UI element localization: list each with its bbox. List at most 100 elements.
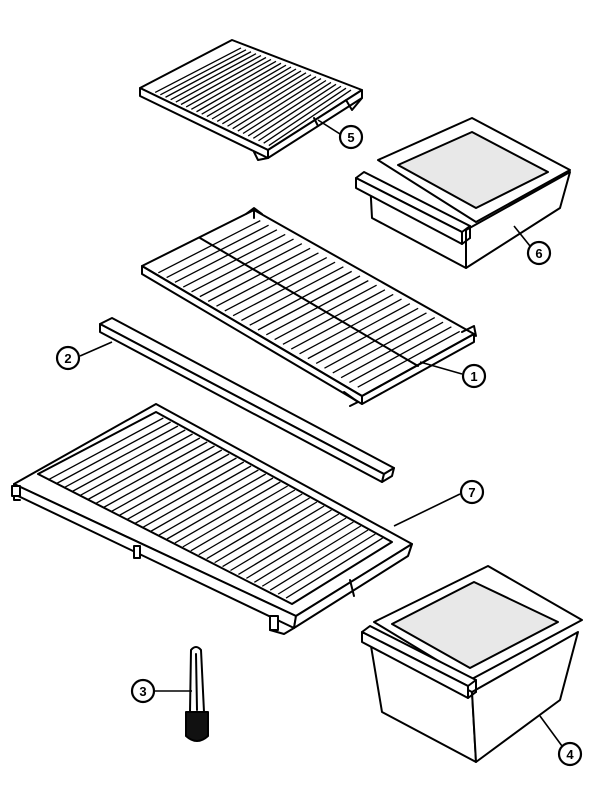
callout-4-label: 4 <box>566 747 574 762</box>
shelf-7-slat <box>111 449 223 513</box>
shelf-7-slat <box>261 525 362 587</box>
shelf-5-slat <box>252 83 337 139</box>
shelf-1-wire <box>340 321 444 379</box>
shelf-7-slat <box>253 521 354 583</box>
callout-5-label: 5 <box>347 130 354 145</box>
callout-6: 6 <box>526 240 552 266</box>
shelf-1-wire <box>249 270 352 326</box>
shelf-1-wire <box>224 256 328 312</box>
shelf-7-slat <box>63 425 179 489</box>
shelf-1-wire <box>290 293 394 350</box>
shelf-7-slat <box>198 493 303 556</box>
shelf-1-wire <box>324 312 427 369</box>
shelf-5-slat <box>242 79 327 135</box>
shelf-1-wire <box>191 238 294 293</box>
callout-1-label: 1 <box>470 369 477 384</box>
shelf-5-slat <box>154 47 242 93</box>
shelf-7-slat <box>134 461 245 524</box>
callout-2: 2 <box>55 345 81 371</box>
leader-2 <box>79 341 113 357</box>
part-4-drawer <box>361 565 583 763</box>
leader-5 <box>317 119 341 135</box>
shelf-7-slat <box>95 441 208 505</box>
shelf-5-slat <box>201 64 287 115</box>
shelf-1-wire <box>257 275 361 331</box>
shelf-5-slat <box>216 70 302 122</box>
callout-7: 7 <box>459 479 485 505</box>
shelf-5-slat <box>268 89 352 147</box>
shelf-1-wire <box>207 247 311 302</box>
shelf-5-slat <box>180 56 267 106</box>
shelf-7-slat <box>119 453 230 516</box>
shelf-1-wire <box>158 220 261 274</box>
shelf-5-slat <box>175 55 262 103</box>
shelf-7-slat <box>230 509 332 572</box>
part-3-rod <box>185 646 209 742</box>
leader-7 <box>393 493 461 527</box>
callout-5: 5 <box>338 124 364 150</box>
callout-2-label: 2 <box>64 351 71 366</box>
leader-lines <box>79 119 563 747</box>
shelf-1-wire <box>349 326 452 384</box>
shelf-7-slat <box>79 433 193 497</box>
shelf-5-slat <box>170 53 257 101</box>
shelf-7-slat <box>103 445 215 509</box>
shelf-5-slat <box>232 76 317 130</box>
callout-3-label: 3 <box>139 684 146 699</box>
shelf-7-slat <box>71 429 186 493</box>
shelf-5-slat <box>196 62 282 113</box>
shelf-5-slat <box>206 66 292 118</box>
shelf-1-wire <box>216 252 319 307</box>
part-1-wire-shelf <box>141 207 477 407</box>
shelf-1-wire <box>357 330 461 388</box>
callout-6-label: 6 <box>535 246 542 261</box>
shelf-5-slat <box>185 58 272 108</box>
shelf-7-slat <box>166 477 274 540</box>
shelf-7-slat <box>55 421 171 485</box>
part-2-trim <box>99 317 395 483</box>
shelf-7-slat <box>269 529 369 591</box>
shelf-7-slat <box>126 457 237 520</box>
callout-1: 1 <box>461 363 487 389</box>
shelf-5-slat <box>227 74 312 127</box>
shelf-1-wire <box>174 229 278 283</box>
shelf-1-wire <box>232 261 336 317</box>
shelf-7-slat <box>182 485 288 548</box>
part-6-drawer <box>355 117 571 269</box>
shelf-7-slat <box>47 417 164 481</box>
shelf-5-slat <box>221 72 307 125</box>
shelf-1-wire <box>299 298 402 355</box>
shelf-5-slat <box>258 85 342 142</box>
part-7-shelf <box>11 403 413 635</box>
shelf-7-slat <box>87 437 201 501</box>
shelf-5-slat <box>160 49 247 96</box>
shelf-5-slat <box>263 87 347 144</box>
shelf-7-slat <box>150 469 259 532</box>
shelf-5-slat <box>165 51 252 98</box>
callout-3: 3 <box>130 678 156 704</box>
leader-6 <box>513 225 531 247</box>
shelf-1-wire <box>241 266 344 322</box>
part-5-shelf <box>139 39 363 161</box>
shelf-1-wire <box>182 233 286 288</box>
shelf-7-slat <box>277 533 376 595</box>
shelf-1-wire <box>266 280 369 336</box>
shelf-5-slat <box>237 78 322 132</box>
shelf-1-wire <box>274 284 377 341</box>
callout-7-label: 7 <box>468 485 475 500</box>
shelf-1-wire <box>307 303 411 360</box>
shelf-5-slat <box>247 81 332 137</box>
shelf-1-wire <box>199 243 303 298</box>
shelf-7-slat <box>174 481 281 544</box>
shelf-7-slat <box>142 465 252 528</box>
leader-1 <box>419 361 463 375</box>
shelf-1-wire <box>282 289 386 345</box>
shelf-5-slat <box>191 60 277 110</box>
shelf-7-slat <box>222 505 325 568</box>
shelf-7-slat <box>285 537 384 599</box>
shelf-7-slat <box>158 473 267 536</box>
callout-4: 4 <box>557 741 583 767</box>
shelf-7-slat <box>214 501 318 564</box>
shelf-7-slat <box>246 517 347 579</box>
shelf-7-slat <box>238 513 340 575</box>
